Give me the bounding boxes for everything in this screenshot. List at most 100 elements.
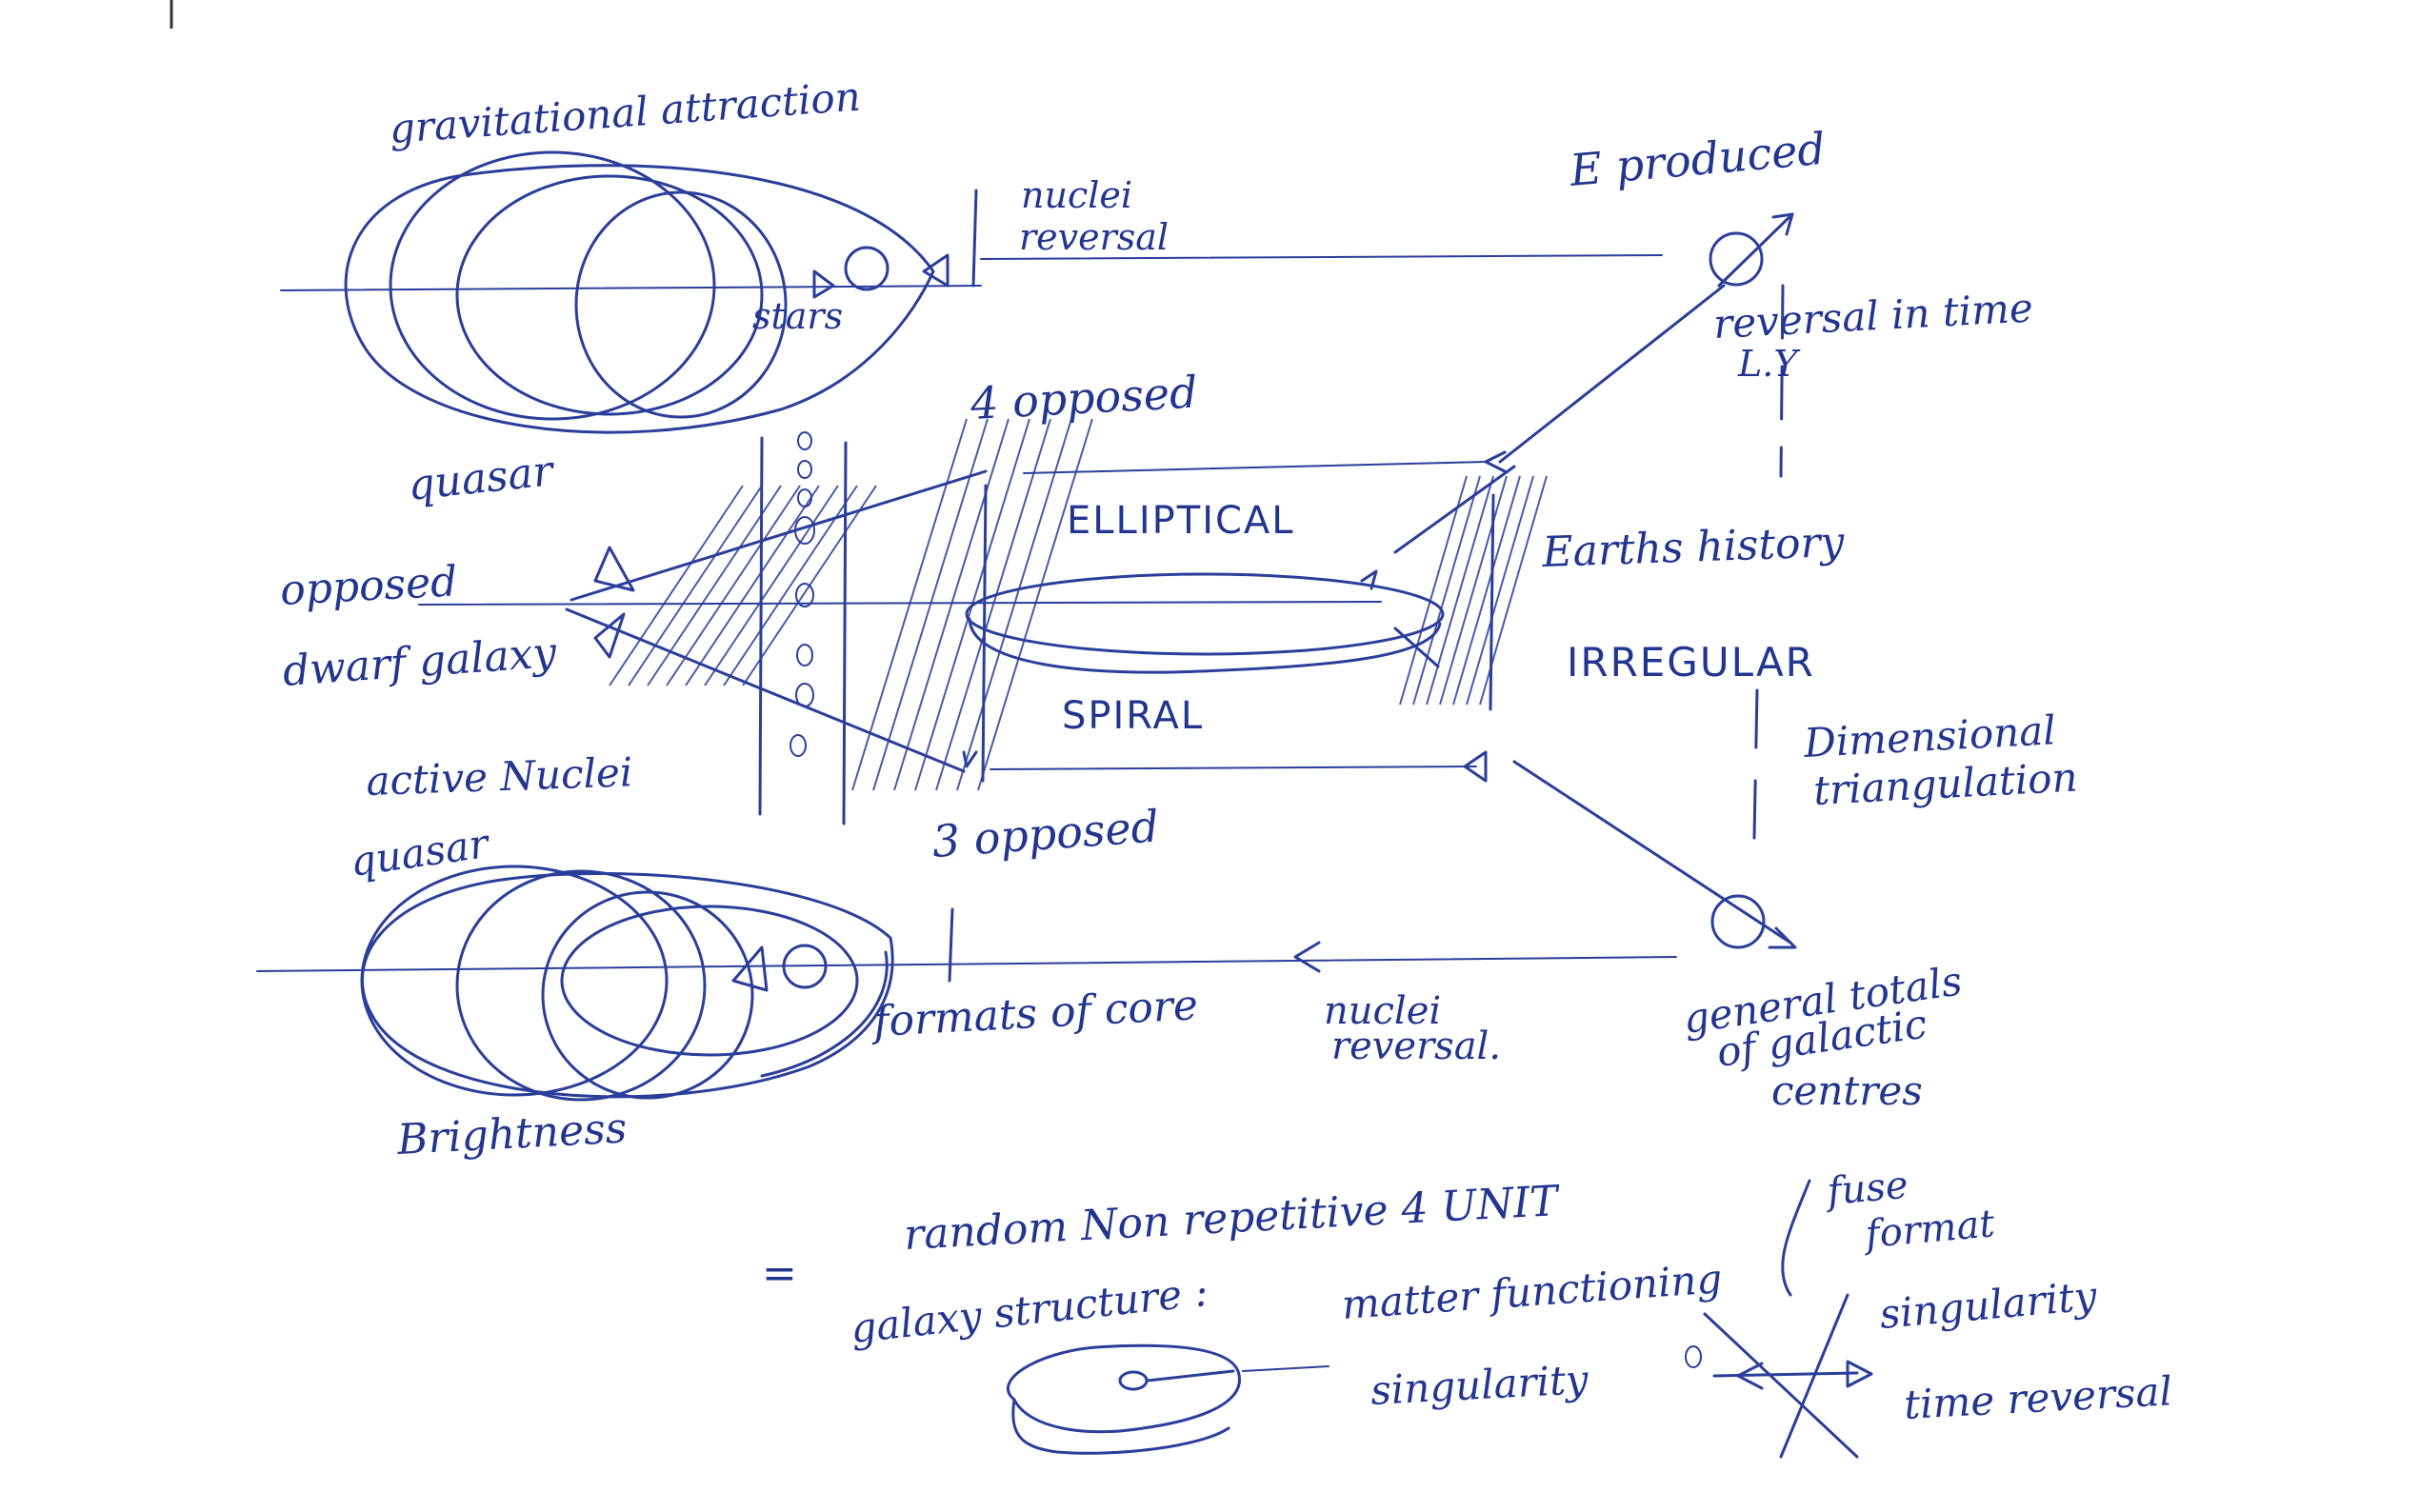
top-nuclei-tick: [971, 189, 978, 288]
label-opposed-dwarf-1: opposed: [279, 557, 459, 615]
dot-1: [797, 431, 812, 450]
hatch-stroke: [1439, 475, 1508, 706]
spiral-down-arrowhead: [962, 750, 978, 768]
top-star-triangle: [812, 269, 835, 299]
dwarf-arrowhead-2: [593, 612, 626, 659]
hatch-stroke: [872, 418, 989, 791]
general-totals-arrowhead: [1768, 926, 1797, 949]
top-quasar-ring-3: [574, 190, 788, 419]
dwarf-lower-ray: [565, 607, 966, 773]
hatch-stroke: [935, 418, 1051, 791]
dot-6: [796, 644, 813, 666]
spiral-arrowhead: [1463, 750, 1488, 783]
cross-dot: [1685, 1345, 1702, 1368]
hatch-stroke: [977, 418, 1093, 791]
top-long-line: [980, 254, 1663, 260]
label-active-nuclei: active Nuclei: [366, 748, 633, 805]
hatch-stroke: [1466, 475, 1534, 706]
hatch-stroke: [1479, 475, 1548, 706]
cross-left-arrowhead: [1736, 1362, 1764, 1390]
hatch-stroke: [956, 418, 1072, 791]
hatch-lines-left: [609, 485, 877, 686]
time-vertical-dashed: [1779, 284, 1785, 478]
label-nuclei-bottom-1: nuclei: [1324, 989, 1441, 1033]
bottom-star-triangle: [731, 945, 769, 992]
disk-icon-line: [1242, 1365, 1329, 1372]
spiral-lower-line: [990, 766, 1477, 770]
label-brightness: Brightness: [395, 1104, 629, 1164]
hatch-stroke: [666, 485, 801, 686]
label-equals-sign: =: [762, 1249, 797, 1298]
label-nuclei-bottom-2: reversal.: [1331, 1025, 1501, 1068]
dot-8: [790, 734, 807, 757]
dwarf-arrowhead-1: [593, 546, 635, 592]
label-nuclei-reversal-top-2: reversal: [1019, 216, 1169, 258]
label-earths-history: Earths history: [1541, 518, 1847, 577]
dot-5: [795, 583, 814, 607]
hatch-stroke: [742, 485, 877, 686]
disk-icon-pointer: [1146, 1369, 1235, 1383]
label-spiral: SPIRAL: [1062, 694, 1204, 738]
wedge-to-e-produced: [1498, 284, 1726, 464]
hatch-stroke: [1426, 475, 1494, 706]
central-disk: [965, 569, 1445, 674]
e-produced-arrow: [1717, 212, 1794, 288]
elliptical-arrowhead: [1484, 450, 1507, 473]
irregular-vertical-dashed: [1752, 688, 1759, 840]
top-quasar-outer-envelope: [344, 164, 935, 434]
label-general-totals-3: centres: [1771, 1067, 1923, 1114]
hatch-stroke: [851, 418, 968, 791]
hatch-stroke: [1412, 475, 1481, 706]
label-four-opposed: 4 opposed: [969, 367, 1199, 429]
bottom-quasar-ring-3: [541, 890, 754, 1100]
cross-stroke-1: [1703, 1312, 1859, 1459]
hatch-lines-right: [1399, 475, 1548, 706]
left-hatched-column: [609, 418, 1093, 826]
right-hatched-wedge: [1393, 284, 1726, 711]
dwarf-arrows: [418, 469, 1382, 773]
hatch-stroke: [685, 485, 820, 686]
bottom-quasar-group: [256, 865, 1677, 1102]
general-totals-circle: [1710, 894, 1766, 949]
bottom-core-tick: [948, 907, 954, 983]
label-singularity-left: singularity: [1369, 1356, 1590, 1414]
disk-icon-top: [1007, 1343, 1241, 1434]
label-fuse: fuse: [1823, 1164, 1909, 1214]
bottom-quasar-outer-envelope: [361, 872, 894, 1099]
hatch-stroke: [1452, 475, 1521, 706]
wedge-top-edge: [1393, 465, 1516, 554]
top-nuclei-triangle: [922, 253, 950, 288]
disk-rotation-arrow: [1360, 569, 1378, 590]
top-star-circle: [844, 246, 890, 291]
top-quasar-group: [280, 150, 982, 434]
elliptical-upper-line: [1023, 461, 1487, 474]
disk-icon-side: [1011, 1398, 1230, 1455]
singularity-cross-icon: [1685, 1293, 1873, 1459]
label-nuclei-reversal-top-1: nuclei: [1021, 174, 1132, 216]
hatch-stroke: [704, 485, 839, 686]
cross-stroke-2: [1779, 1293, 1849, 1459]
e-produced-circle: [1709, 231, 1764, 287]
hatch-stroke: [1399, 475, 1468, 706]
cross-right-arrowhead: [1846, 1360, 1873, 1388]
hatch-stroke: [628, 485, 763, 686]
column-line-2: [842, 441, 848, 826]
bottom-quasar-ring-2: [455, 869, 707, 1102]
hatch-stroke: [609, 485, 744, 686]
dot-2: [797, 460, 812, 479]
bottom-quasar-ring-1: [360, 865, 669, 1097]
e-produced-node: [980, 212, 1794, 478]
hatch-stroke: [893, 418, 1010, 791]
label-ly: L.Y: [1737, 343, 1801, 385]
top-quasar-ring-2: [455, 174, 764, 416]
fuse-stroke: [1781, 1179, 1811, 1297]
disk-bottom-edge: [968, 617, 1442, 674]
label-stars: stars: [752, 295, 843, 337]
bottom-star-circle: [782, 944, 828, 989]
general-totals-node: [1512, 760, 1797, 949]
bottom-quasar-ring-4: [560, 905, 859, 1057]
bottom-quasar-inner-envelope: [760, 950, 889, 1078]
top-quasar-ring-1: [389, 150, 716, 421]
